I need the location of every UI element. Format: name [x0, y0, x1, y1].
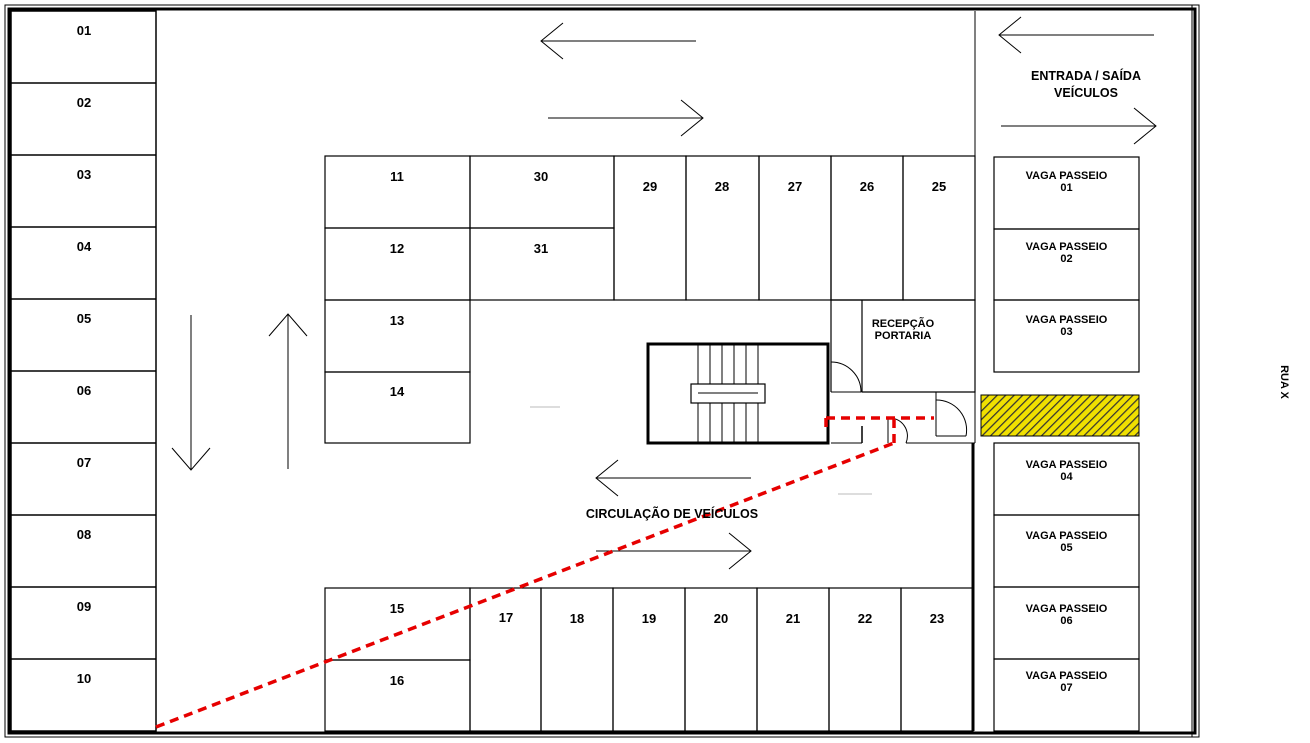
space-label-04: 04 [76, 239, 92, 254]
space-label-11: 11 [390, 169, 404, 184]
space-label-13: 13 [389, 313, 405, 328]
arrow-right-top [548, 99, 704, 137]
vaga-passeio-column [993, 156, 1140, 732]
reception-area [830, 299, 976, 393]
space-label-25: 25 [931, 179, 947, 194]
arrow-right-middle [596, 532, 752, 570]
space-label-18: 18 [569, 611, 585, 626]
space-label-30: 30 [533, 169, 549, 184]
arrow-up-left [268, 313, 308, 469]
parking-block-b [324, 587, 974, 732]
space-label-01: 01 [76, 23, 92, 38]
space-label-14: 14 [389, 384, 405, 399]
doors [830, 361, 975, 444]
space-label-06: 06 [76, 383, 92, 398]
space-label-20: 20 [713, 611, 729, 626]
space-label-31: 31 [533, 241, 549, 256]
stair-core [646, 342, 830, 445]
hatched-zone [980, 394, 1140, 437]
traffic-arrows [171, 16, 1157, 570]
street-label: RUA X [1278, 365, 1290, 399]
space-label-03: 03 [76, 167, 92, 182]
space-label-10: 10 [76, 671, 92, 686]
arrow-down-left [171, 315, 211, 471]
space-label-15: 15 [389, 601, 405, 616]
arrow-left-top [540, 22, 696, 60]
space-label-22: 22 [857, 611, 873, 626]
space-label-08: 08 [76, 527, 92, 542]
space-label-05: 05 [76, 311, 92, 326]
space-label-23: 23 [929, 611, 945, 626]
space-label-17: 17 [498, 610, 514, 625]
space-label-07: 07 [76, 455, 92, 470]
outer-frame [4, 4, 1200, 738]
space-label-29: 29 [642, 179, 658, 194]
arrow-left-middle [595, 459, 751, 497]
space-label-28: 28 [714, 179, 730, 194]
space-label-26: 26 [859, 179, 875, 194]
parking-block-a [324, 155, 976, 444]
space-label-02: 02 [76, 95, 92, 110]
gray-dashes [530, 406, 872, 495]
space-label-09: 09 [76, 599, 92, 614]
arrow-left-entrance [998, 16, 1154, 54]
space-label-12: 12 [389, 241, 405, 256]
red-route-line [155, 416, 934, 729]
space-label-19: 19 [641, 611, 657, 626]
circulation-label: CIRCULAÇÃO DE VEÍCULOS [585, 507, 759, 521]
left-parking-column [10, 10, 157, 732]
arrow-right-entrance [1001, 107, 1157, 145]
space-label-16: 16 [389, 673, 405, 688]
space-label-27: 27 [787, 179, 803, 194]
space-label-21: 21 [785, 611, 801, 626]
